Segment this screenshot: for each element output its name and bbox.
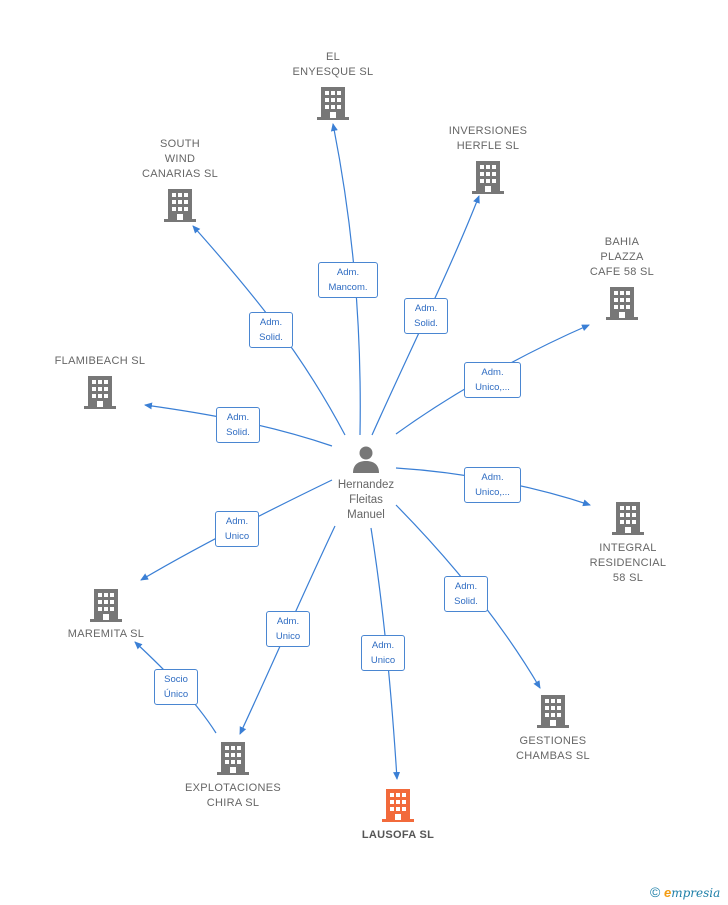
copyright-symbol: © xyxy=(650,884,661,900)
center-person[interactable]: Hernandez Fleitas Manuel xyxy=(318,444,414,523)
building-icon xyxy=(317,87,349,120)
company-el-enyesque[interactable]: EL ENYESQUE SL xyxy=(273,50,393,121)
company-name: EXPLOTACIONES CHIRA SL xyxy=(185,782,281,809)
company-name: FLAMIBEACH SL xyxy=(54,355,146,367)
company-name: LAUSOFA SL xyxy=(361,829,435,841)
relation-label-flamibeach[interactable]: Adm. Solid. xyxy=(216,407,260,443)
company-explotaciones-chira[interactable]: EXPLOTACIONES CHIRA SL xyxy=(173,740,293,811)
relation-label-bahia-plazza[interactable]: Adm. Unico,... xyxy=(464,362,521,398)
building-icon xyxy=(537,695,569,728)
company-bahia-plazza[interactable]: BAHIA PLAZZA CAFE 58 SL xyxy=(562,235,682,321)
relation-label-inversiones-herfle[interactable]: Adm. Solid. xyxy=(404,298,448,334)
building-icon xyxy=(612,502,644,535)
company-name: BAHIA PLAZZA CAFE 58 SL xyxy=(589,236,655,278)
relation-label-south-wind[interactable]: Adm. Solid. xyxy=(249,312,293,348)
brand-name: mpresia xyxy=(671,886,721,900)
relation-label-el-enyesque[interactable]: Adm. Mancom. xyxy=(318,262,378,298)
building-icon xyxy=(606,287,638,320)
company-name: MAREMITA SL xyxy=(67,628,145,640)
company-name: INTEGRAL RESIDENCIAL 58 SL xyxy=(589,542,667,584)
relation-label-chira-maremita[interactable]: Socio Único xyxy=(154,669,198,705)
person-icon xyxy=(353,446,379,473)
company-maremita[interactable]: MAREMITA SL xyxy=(46,587,166,642)
company-flamibeach[interactable]: FLAMIBEACH SL xyxy=(40,354,160,410)
company-south-wind[interactable]: SOUTH WIND CANARIAS SL xyxy=(120,137,240,223)
company-inversiones-herfle[interactable]: INVERSIONES HERFLE SL xyxy=(428,124,548,195)
company-lausofa[interactable]: LAUSOFA SL xyxy=(338,787,458,843)
company-name: SOUTH WIND CANARIAS SL xyxy=(141,138,219,180)
relation-label-integral-residencial[interactable]: Adm. Unico,... xyxy=(464,467,521,503)
relation-label-explotaciones-chira[interactable]: Adm. Unico xyxy=(266,611,310,647)
brand-logo: © empresia xyxy=(650,884,720,900)
company-name: GESTIONES CHAMBAS SL xyxy=(516,735,590,762)
company-name: EL ENYESQUE SL xyxy=(292,51,374,78)
building-icon xyxy=(90,589,122,622)
company-name: INVERSIONES HERFLE SL xyxy=(448,125,528,152)
company-integral-residencial[interactable]: INTEGRAL RESIDENCIAL 58 SL xyxy=(568,500,688,586)
building-icon xyxy=(217,742,249,775)
company-gestiones-chambas[interactable]: GESTIONES CHAMBAS SL xyxy=(493,693,613,764)
building-icon xyxy=(164,189,196,222)
person-name: Hernandez Fleitas Manuel xyxy=(337,479,395,521)
relation-label-gestiones-chambas[interactable]: Adm. Solid. xyxy=(444,576,488,612)
building-icon xyxy=(84,376,116,409)
relation-label-maremita[interactable]: Adm. Unico xyxy=(215,511,259,547)
building-icon xyxy=(382,789,414,822)
relation-label-lausofa[interactable]: Adm. Unico xyxy=(361,635,405,671)
brand-initial: e xyxy=(663,885,672,900)
building-icon xyxy=(472,161,504,194)
